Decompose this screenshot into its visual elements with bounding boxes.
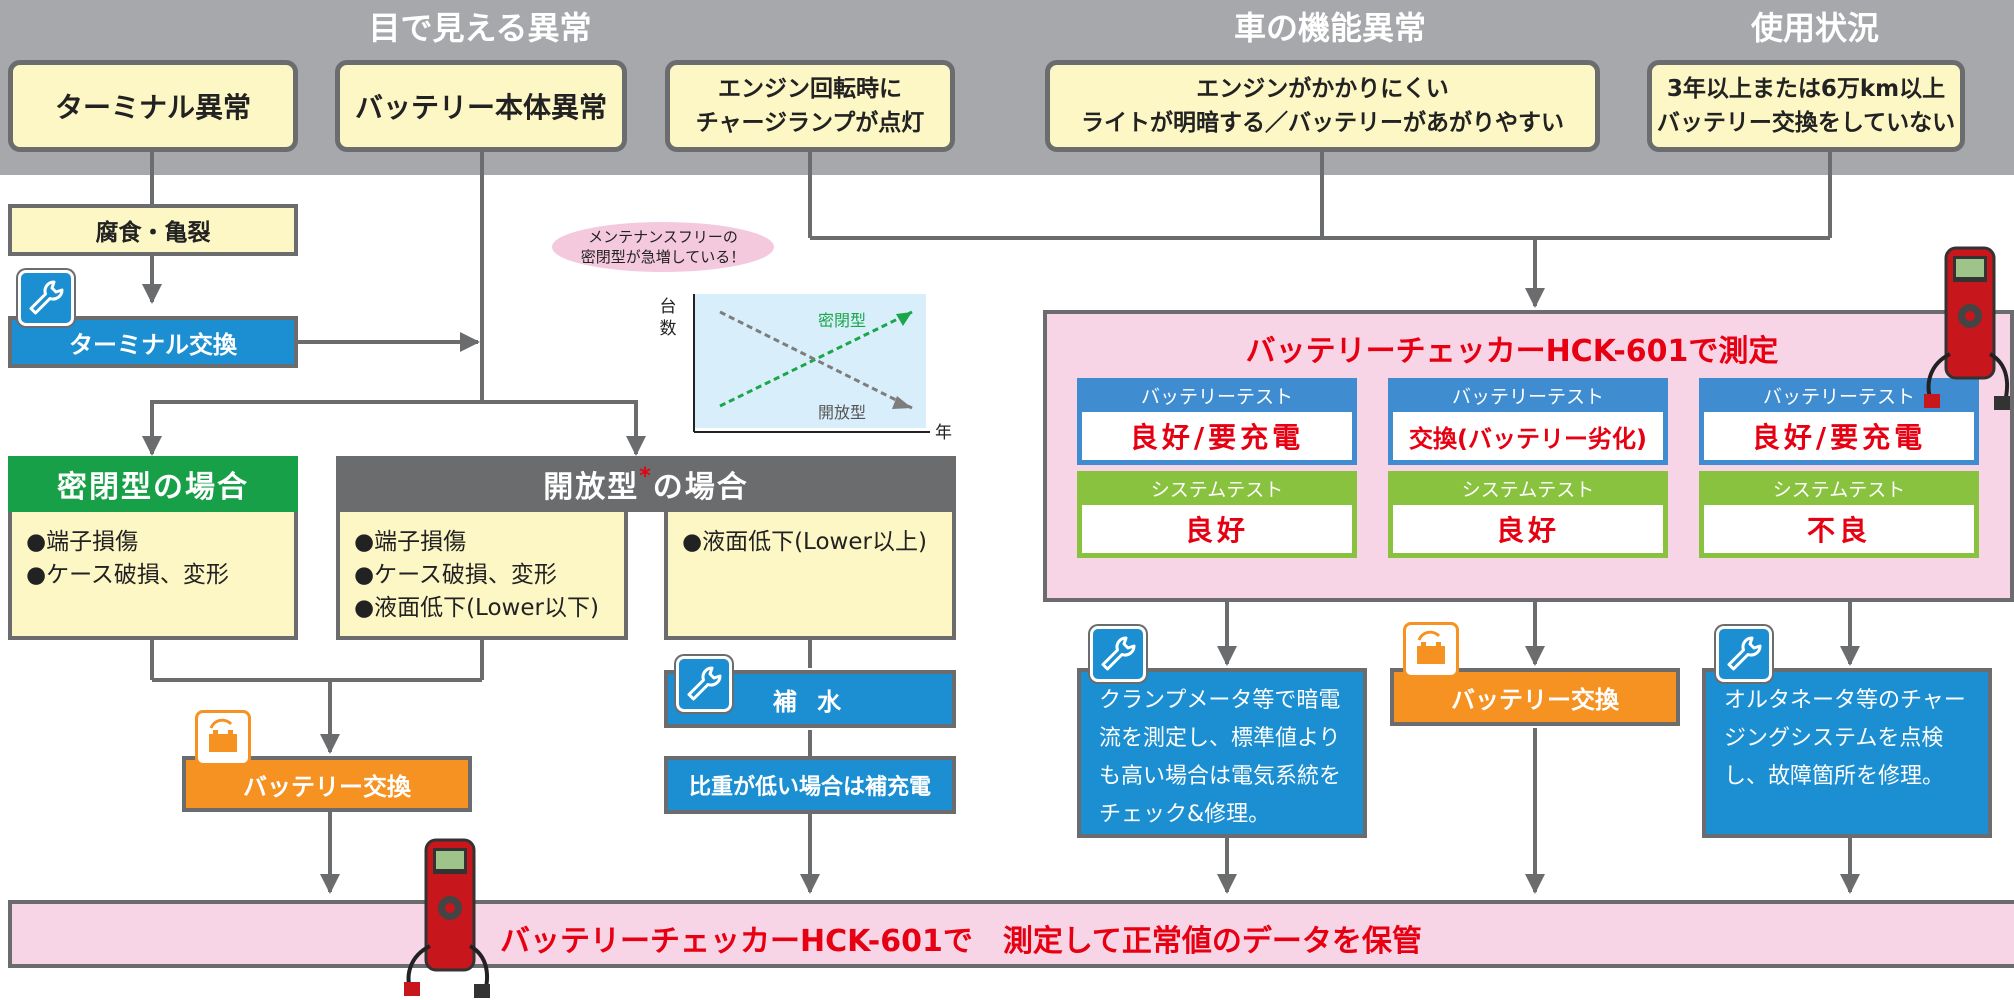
open-item: ●ケース破損、変形 [354, 562, 557, 588]
terminal-abnormal-box: ターミナル異常 [8, 60, 298, 152]
battery-test-result: 交換(バッテリー劣化) [1393, 412, 1663, 460]
system-test-result: 良好 [1393, 505, 1663, 553]
result-column: バッテリーテスト 交換(バッテリー劣化) システムテスト 良好 [1388, 378, 1668, 558]
sealed-header: 密閉型の場合 [8, 456, 298, 512]
battery-test-label: バッテリーテスト [1077, 378, 1357, 412]
callout-line-2: 密閉型が急増している！ [580, 248, 746, 266]
sealed-item: ●端子損傷 [26, 529, 139, 555]
wrench-icon [1716, 626, 1772, 682]
wrench-icon [18, 270, 74, 326]
battery-tester-device-image [1924, 246, 2010, 410]
open-list-right: ●液面低下(Lower以上) [664, 512, 956, 640]
dark-current-check-box: クランプメータ等で暗電流を測定し、標準値よりも高い場合は電気系統をチェック&修理… [1077, 668, 1367, 838]
engine-symptom-box: エンジンがかかりにくいライトが明暗する／バッテリーがあがりやすい [1045, 60, 1600, 152]
battery-test-label: バッテリーテスト [1699, 378, 1979, 412]
sealed-list: ●端子損傷 ●ケース破損、変形 [8, 512, 298, 640]
chart-ylabel: 台数 [659, 297, 677, 339]
series-sealed-line [719, 310, 913, 408]
corrosion-box: 腐食・亀裂 [8, 204, 298, 256]
wrench-icon [1090, 626, 1146, 682]
result-column: バッテリーテスト 良好/要充電 システムテスト 不良 [1699, 378, 1979, 558]
battery-body-abnormal-box: バッテリー本体異常 [335, 60, 627, 152]
chart-xlabel: 年 [935, 423, 952, 443]
battery-swap-icon [1403, 622, 1459, 678]
sealed-item: ●ケース破損、変形 [26, 562, 229, 588]
header-function: 車の機能異常 [1233, 9, 1426, 47]
open-list-left: ●端子損傷 ●ケース破損、変形 ●液面低下(Lower以下) [336, 512, 628, 640]
open-item: ●液面低下(Lower以下) [354, 595, 599, 621]
system-test-label: システムテスト [1388, 471, 1668, 505]
callout-bubble: メンテナンスフリーの 密閉型が急増している！ [552, 222, 774, 272]
system-test-label: システムテスト [1699, 471, 1979, 505]
charge-lamp-box: エンジン回転時にチャージランプが点灯 [665, 60, 955, 152]
recharge-box: 比重が低い場合は補充電 [664, 756, 956, 814]
battery-test-result: 良好/要充電 [1082, 412, 1352, 460]
series-open-line [719, 310, 913, 410]
usage-condition-box: 3年以上または6万km以上バッテリー交換をしていない [1647, 60, 1965, 152]
battery-tester-device-image [404, 838, 490, 998]
open-item: ●液面低下(Lower以上) [682, 529, 927, 555]
battery-swap-icon [195, 710, 251, 766]
open-header: 開放型*の場合 [336, 456, 956, 512]
trend-chart: 密閉型 開放型 [693, 294, 930, 433]
battery-test-result: 良好/要充電 [1704, 412, 1974, 460]
wrench-icon [676, 656, 732, 712]
checker-title: バッテリーチェッカーHCK-601で測定 [1245, 334, 1779, 369]
battery-test-label: バッテリーテスト [1388, 378, 1668, 412]
header-usage: 使用状況 [1750, 9, 1879, 47]
system-test-result: 不良 [1704, 505, 1974, 553]
header-visual: 目で見える異常 [368, 9, 592, 47]
series-open-arrow [892, 396, 912, 409]
bottom-bar [8, 900, 2014, 968]
system-test-result: 良好 [1082, 505, 1352, 553]
open-item: ●端子損傷 [354, 529, 467, 555]
system-test-label: システムテスト [1077, 471, 1357, 505]
asterisk-mark: * [639, 463, 653, 489]
series-open-label: 開放型 [818, 404, 866, 422]
charging-system-check-box: オルタネータ等のチャージングシステムを点検し、故障箇所を修理。 [1702, 668, 1992, 838]
series-sealed-arrow [896, 312, 912, 326]
series-sealed-label: 密閉型 [818, 312, 866, 330]
bottom-bar-text: バッテリーチェッカーHCK-601で 測定して正常値のデータを保管 [500, 924, 1422, 959]
callout-line-1: メンテナンスフリーの [588, 228, 738, 246]
result-column: バッテリーテスト 良好/要充電 システムテスト 良好 [1077, 378, 1357, 558]
